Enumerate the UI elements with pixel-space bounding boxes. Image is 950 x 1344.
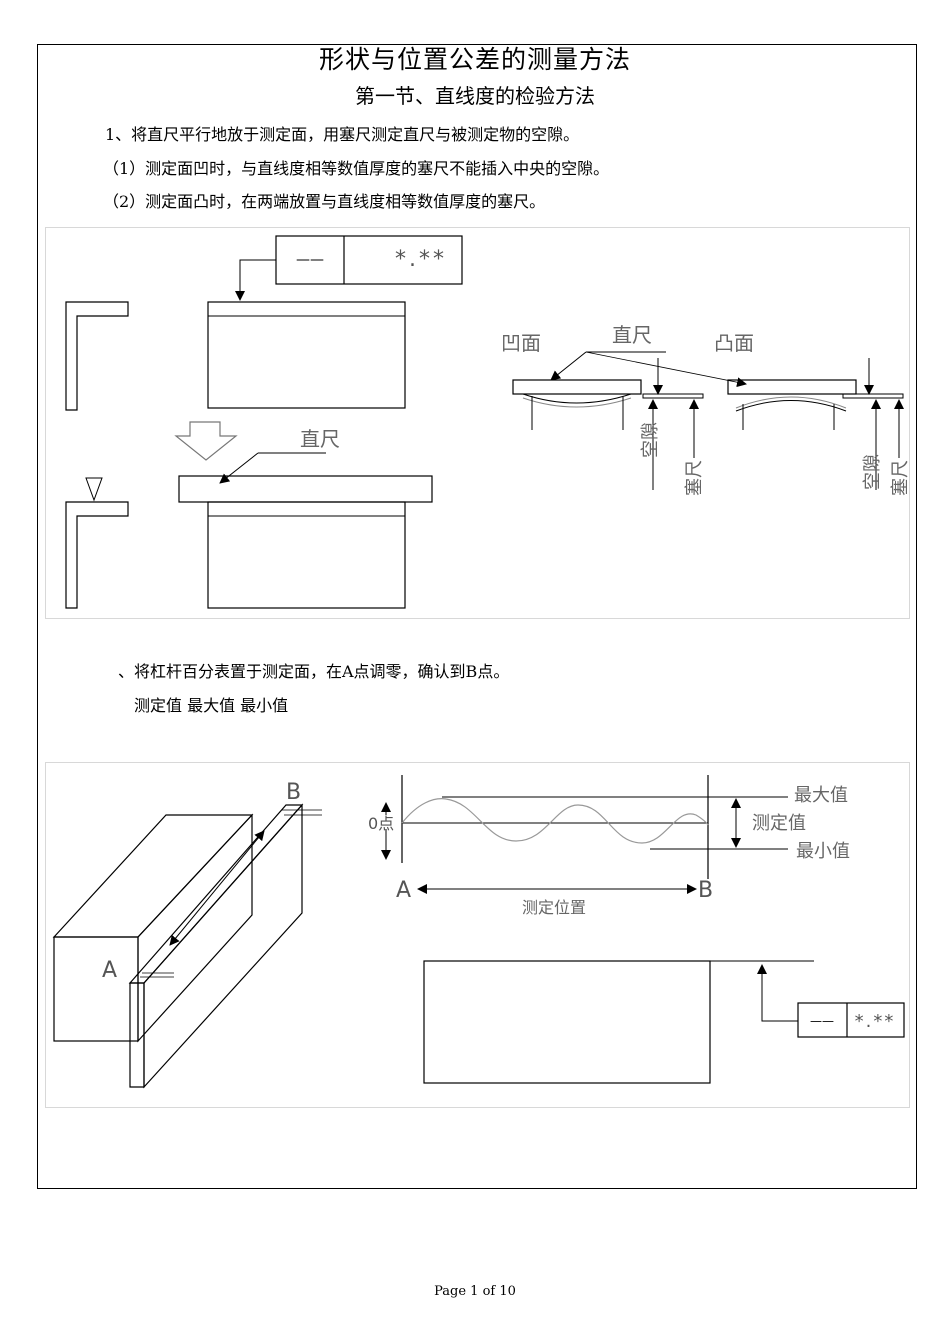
angle-bracket-bottom (65, 501, 129, 609)
datum-triangle-icon (85, 477, 103, 502)
page-frame (37, 44, 917, 1189)
label-zero-point: 0点 (368, 814, 394, 833)
paragraph-2-line-2: 测定值 最大值 最小值 (134, 696, 289, 715)
label-gap-left: 空隙 (640, 422, 661, 458)
isometric-block (52, 803, 304, 1089)
label-min: 最小值 (796, 841, 850, 862)
label-feeler-left: 塞尺 (684, 460, 705, 496)
label-feeler-right: 塞尺 (890, 460, 911, 496)
label-ruler: 直尺 (300, 427, 340, 451)
label-gap-right: 空隙 (862, 454, 883, 490)
part-block (423, 960, 711, 1084)
figure-1-svg: —— *.** 直尺 凹面 直尺 凸面 (65, 235, 911, 609)
label-axis-B: B (698, 878, 713, 903)
tolerance-value-2: *.** (855, 1011, 896, 1032)
paragraph-1: 1、将直尺平行地放于测定面，用塞尺测定直尺与被测定物的空隙。 (105, 125, 580, 144)
label-axis-A: A (396, 878, 411, 903)
paragraph-2: 、将杠杆百分表置于测定面，在A点调零，确认到B点。 (118, 662, 510, 681)
part-block-bottom (207, 501, 406, 609)
tolerance-symbol: —— (296, 252, 324, 268)
label-measure-position: 测定位置 (522, 898, 586, 917)
label-convex: 凸面 (714, 331, 754, 355)
tolerance-symbol-2: —— (810, 1014, 834, 1028)
feeler-gauge-right (842, 393, 904, 399)
part-block-top (207, 301, 406, 409)
label-point-A-block: A (102, 958, 117, 983)
label-ruler-top: 直尺 (612, 323, 652, 347)
figure-2-svg: B A 0点 最大值 测定值 最小值 A B 测定位置 —— *.** (52, 775, 905, 1089)
section-title: 第一节、直线度的检验方法 (355, 84, 595, 108)
label-max: 最大值 (794, 785, 848, 806)
measurement-curve (401, 798, 709, 844)
straight-ruler (178, 475, 433, 503)
figure-straightness-ruler: —— *.** 直尺 凹面 直尺 凸面 (45, 227, 911, 619)
ruler-convex (727, 379, 857, 395)
down-arrow-icon (174, 421, 238, 461)
label-point-B-block: B (286, 780, 301, 805)
tolerance-frame-2 (797, 1002, 905, 1038)
tolerance-value: *.** (395, 247, 447, 272)
paragraph-1-item-1: （1）测定面凹时，与直线度相等数值厚度的塞尺不能插入中央的空隙。 (103, 159, 610, 178)
label-measured: 测定值 (752, 813, 806, 834)
label-concave: 凹面 (501, 331, 541, 355)
document-title: 形状与位置公差的测量方法 (318, 45, 631, 74)
paragraph-1-item-2: （2）测定面凸时，在两端放置与直线度相等数值厚度的塞尺。 (103, 192, 546, 211)
page-number: Page 1 of 10 (434, 1284, 516, 1299)
figure-dial-indicator: B A 0点 最大值 测定值 最小值 A B 测定位置 —— *.** (45, 762, 910, 1108)
feeler-gauge-left (642, 393, 704, 399)
ruler-concave (512, 379, 642, 395)
angle-bracket-top (65, 301, 129, 411)
